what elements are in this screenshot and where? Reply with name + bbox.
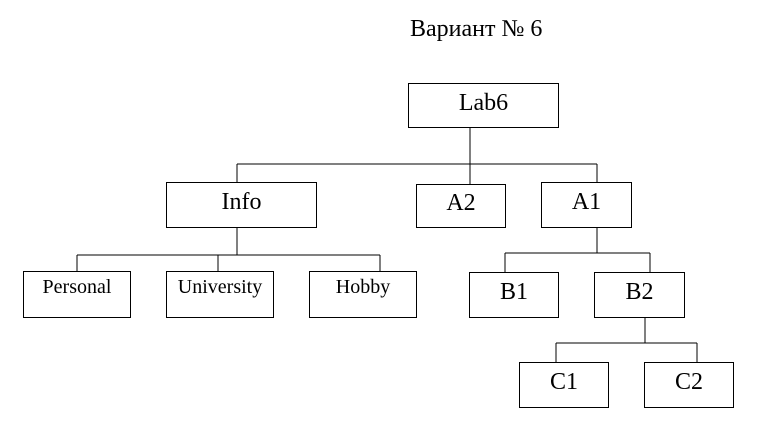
node-personal: Personal <box>23 271 131 318</box>
node-b1: B1 <box>469 272 559 318</box>
node-hobby-label: Hobby <box>335 276 391 298</box>
node-personal-label: Personal <box>42 276 112 298</box>
node-c1: C1 <box>519 362 609 408</box>
node-lab6: Lab6 <box>408 83 559 128</box>
node-info: Info <box>166 182 317 228</box>
node-b2: B2 <box>594 272 685 318</box>
node-c2: C2 <box>644 362 734 408</box>
node-a1-label: A1 <box>571 189 602 215</box>
node-b2-label: B2 <box>625 279 654 305</box>
diagram-title: Вариант № 6 <box>410 16 543 42</box>
node-university-label: University <box>177 276 263 298</box>
node-a1: A1 <box>541 182 632 228</box>
node-hobby: Hobby <box>309 271 417 318</box>
node-b1-label: B1 <box>499 279 528 305</box>
node-c2-label: C2 <box>674 369 703 395</box>
node-c1-label: C1 <box>549 369 578 395</box>
node-info-label: Info <box>221 189 262 215</box>
node-university: University <box>166 271 274 318</box>
node-lab6-label: Lab6 <box>458 90 509 116</box>
node-a2: A2 <box>416 184 506 228</box>
node-a2-label: A2 <box>446 190 476 216</box>
